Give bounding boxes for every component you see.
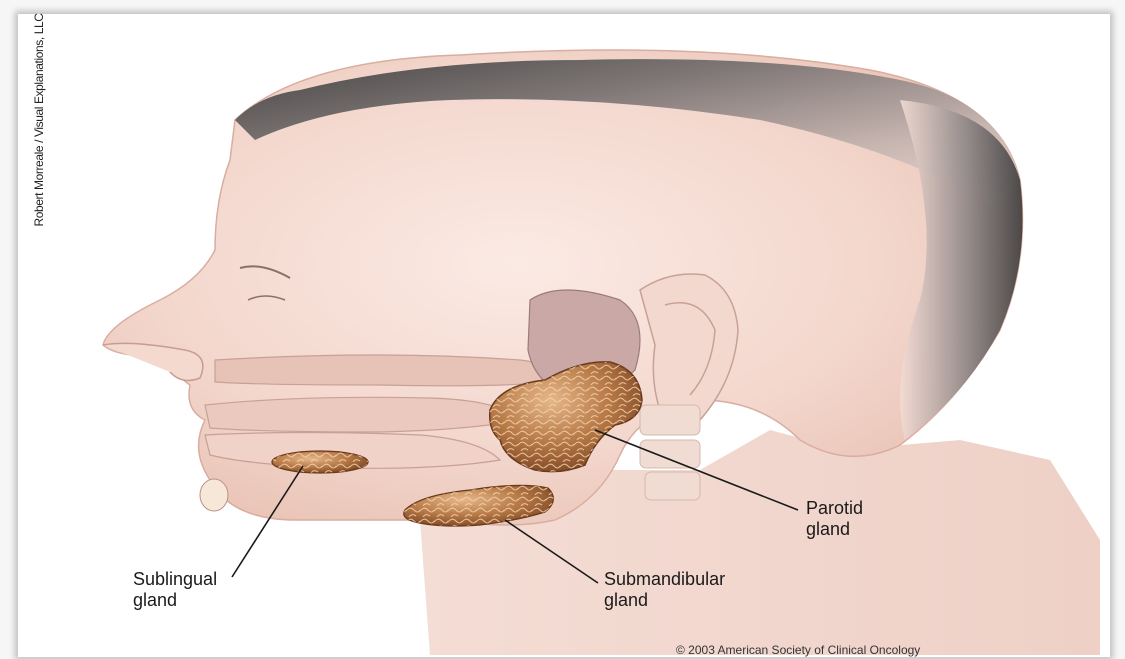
submandibular-label: Submandibular gland (604, 569, 725, 611)
sublingual-label-line1: Sublingual (133, 569, 217, 590)
nasal-cavity (215, 355, 560, 386)
sublingual-gland-illustration (272, 451, 368, 473)
image-credit: Robert Morreale / Visual Explanations, L… (32, 13, 46, 226)
palate (205, 397, 520, 432)
parotid-label-line1: Parotid (806, 498, 863, 519)
sublingual-label-line2: gland (133, 590, 217, 611)
submandibular-label-line2: gland (604, 590, 725, 611)
submandibular-label-line1: Submandibular (604, 569, 725, 590)
copyright-notice: © 2003 American Society of Clinical Onco… (676, 643, 920, 657)
parotid-label-line2: gland (806, 519, 863, 540)
cervical-vertebrae (640, 405, 700, 500)
chin-bone (200, 479, 228, 511)
parotid-label: Parotid gland (806, 498, 863, 540)
sublingual-label: Sublingual gland (133, 569, 217, 611)
